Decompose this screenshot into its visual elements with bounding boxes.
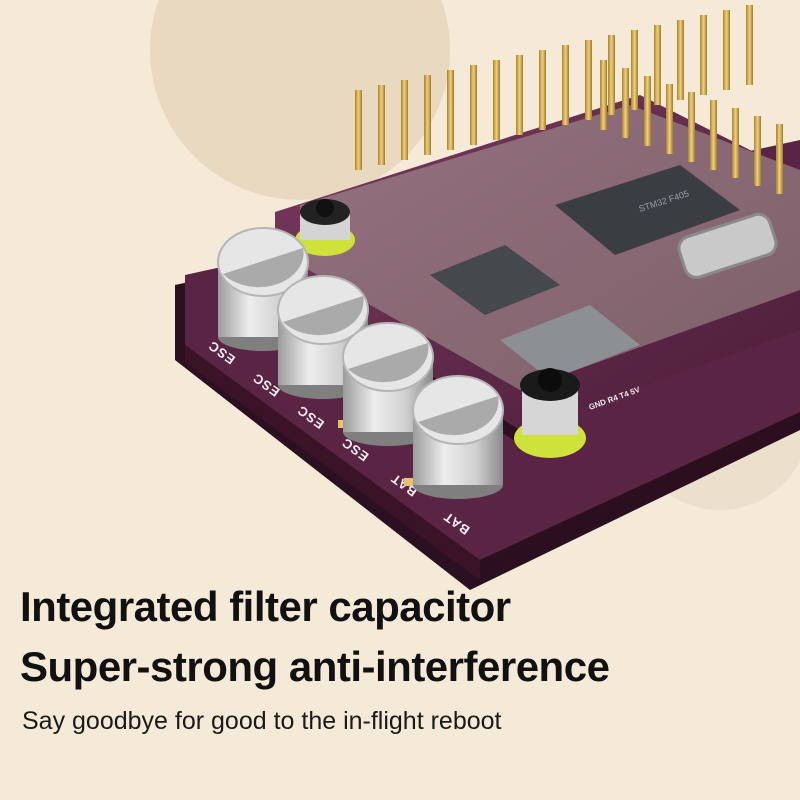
header-pin xyxy=(470,65,477,145)
header-pin xyxy=(776,124,783,194)
header-pin xyxy=(710,100,717,170)
header-pin xyxy=(654,25,661,105)
header-pin xyxy=(355,90,362,170)
subline-reboot: Say goodbye for good to the in-flight re… xyxy=(22,707,502,735)
standoff-right xyxy=(514,368,586,458)
header-pin xyxy=(732,108,739,178)
header-pin xyxy=(677,20,684,100)
header-pin xyxy=(493,60,500,140)
header-pin xyxy=(666,84,673,154)
header-pin xyxy=(539,50,546,130)
header-pin xyxy=(562,45,569,125)
header-pin xyxy=(608,35,615,115)
header-pin xyxy=(378,85,385,165)
header-pin xyxy=(516,55,523,135)
standoff-left xyxy=(295,199,355,256)
header-pin xyxy=(700,15,707,95)
screw-icon xyxy=(538,368,562,392)
headline-anti-interference: Super-strong anti-interference xyxy=(20,643,610,690)
filter-capacitors xyxy=(217,227,504,499)
header-pin xyxy=(644,76,651,146)
header-pin xyxy=(622,68,629,138)
header-pin xyxy=(600,60,607,130)
header-pins xyxy=(355,5,783,194)
header-pin xyxy=(631,30,638,110)
header-pin xyxy=(585,40,592,120)
header-pin xyxy=(754,116,761,186)
header-pin xyxy=(447,70,454,150)
screw-icon xyxy=(316,199,334,217)
header-pin xyxy=(688,92,695,162)
header-pin xyxy=(723,10,730,90)
header-pin xyxy=(401,80,408,160)
mcu-chip xyxy=(555,165,740,255)
usb-c-port xyxy=(677,212,778,279)
gyro-chip xyxy=(430,245,560,315)
header-pin xyxy=(424,75,431,155)
headline-filter-capacitor: Integrated filter capacitor xyxy=(20,583,511,630)
capacitor xyxy=(412,375,504,499)
header-pin xyxy=(746,5,753,85)
regulator-chip xyxy=(500,305,640,380)
